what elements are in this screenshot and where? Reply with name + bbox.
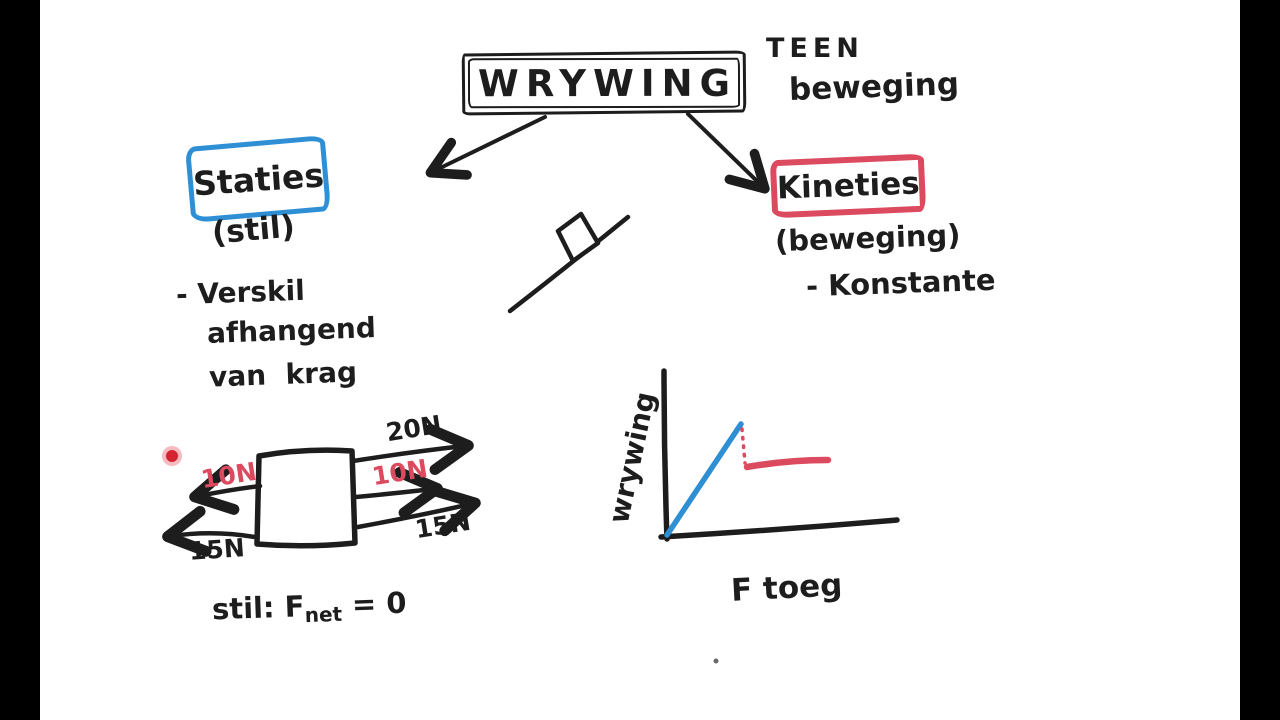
graph-x-axis	[658, 517, 900, 540]
note-teen: TEEN	[766, 33, 864, 64]
title-box: WRYWING	[461, 50, 747, 116]
kinetic-box-label: Kineties	[776, 165, 920, 207]
graph-line-kinetic	[743, 456, 832, 471]
static-note-line3: van krag	[208, 355, 358, 394]
page-title: WRYWING	[477, 61, 738, 105]
pen-speck	[713, 658, 719, 664]
graph-y-axis	[661, 368, 670, 542]
static-sub-label: (stil)	[210, 208, 297, 252]
graph-line-static	[664, 421, 744, 538]
graph-x-axis-label: F toeg	[730, 567, 844, 609]
static-box: Staties	[184, 135, 332, 223]
letterbox-bar-left	[0, 0, 40, 720]
letterbox-bar-right	[1240, 0, 1280, 720]
title-box-inner: WRYWING	[467, 57, 741, 109]
force-label-15n-left: 15N	[188, 533, 246, 566]
kinetic-note: - Konstante	[805, 262, 997, 304]
branch-arrow-static	[425, 115, 547, 180]
equation-post: = 0	[341, 585, 408, 622]
graph-y-axis-label: wrywing	[601, 388, 663, 527]
note-beweging: beweging	[788, 66, 960, 108]
kinetic-box: Kineties	[769, 153, 927, 219]
incline-block	[555, 211, 601, 264]
branch-arrow-kinetic	[686, 112, 770, 194]
force-arrow-10n-right	[353, 467, 443, 519]
equation-fnet: stil: Fnet = 0	[211, 586, 407, 631]
incline-line	[507, 214, 631, 314]
static-note-line2: afhangend	[206, 311, 377, 350]
force-label-20n: 20N	[384, 409, 444, 448]
kinetic-sub-label: (beweging)	[774, 217, 962, 259]
equation-subscript: net	[304, 601, 343, 628]
graph-dotted-drop	[740, 427, 747, 465]
force-label-15n-right: 15N	[413, 506, 473, 545]
force-label-10n-left: 10N	[199, 456, 259, 495]
force-label-10n-right: 10N	[370, 453, 430, 492]
force-block	[254, 447, 358, 549]
laser-pointer-dot	[166, 450, 178, 462]
equation-pre: stil: F	[211, 589, 306, 627]
laser-dot-halo	[162, 446, 182, 466]
static-box-label: Staties	[191, 154, 325, 204]
static-note-line1: - Verskil	[175, 273, 306, 312]
